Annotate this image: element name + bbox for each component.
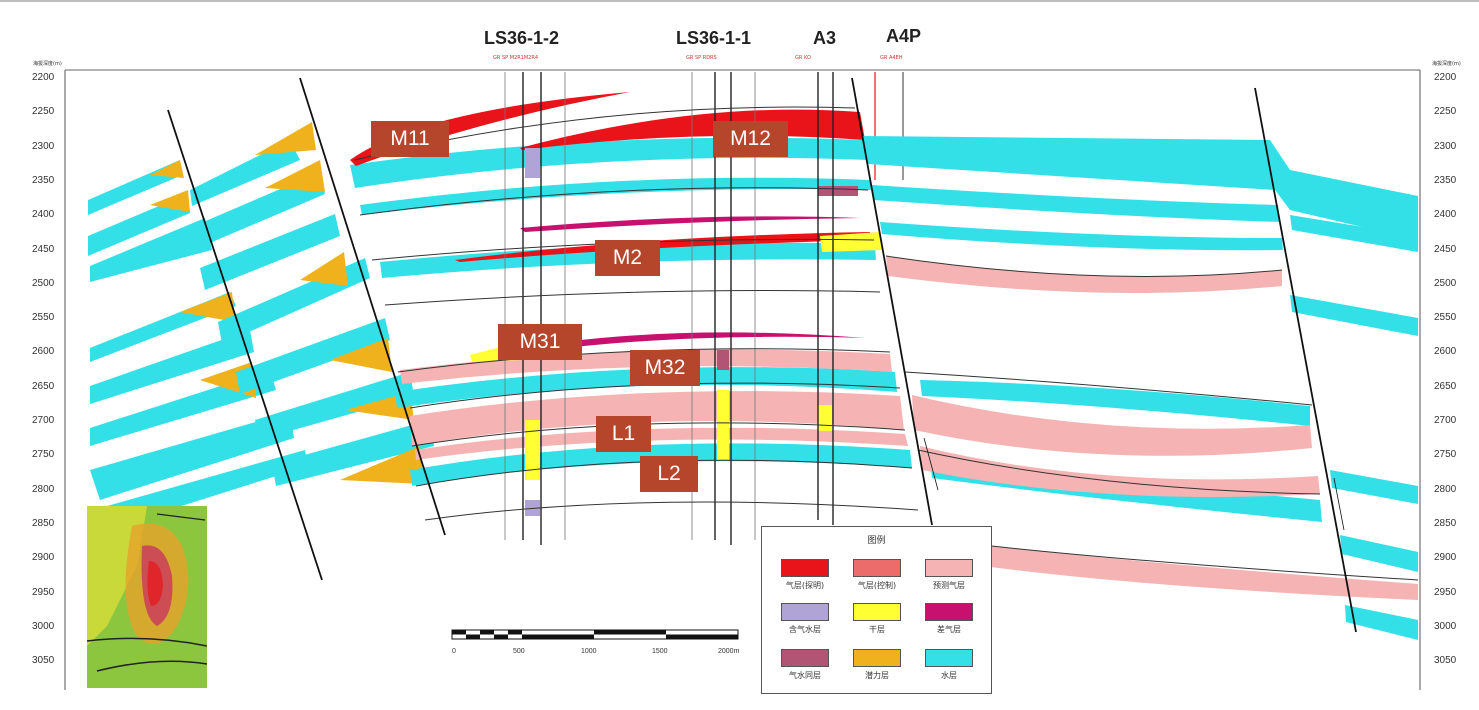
right-tick-label: 2550: [1434, 312, 1457, 324]
legend-item-gas-water: 气水同层: [770, 649, 840, 689]
callout-m2: M2: [595, 240, 660, 276]
right-tick-label: 2450: [1434, 243, 1457, 255]
left-tick-label: 2850: [32, 517, 55, 529]
left-tick-label: 2250: [32, 106, 55, 118]
right-tick-label: 2250: [1434, 106, 1457, 118]
left-axis-ticks: [59, 84, 65, 688]
location-map-graphic: [87, 506, 207, 688]
right-tick-label: 2750: [1434, 449, 1457, 461]
right-tick-label: 2700: [1434, 415, 1457, 426]
legend-swatch: [853, 559, 901, 577]
left-tick-label: 2400: [32, 209, 55, 221]
right-tick-label: 2650: [1434, 380, 1457, 392]
legend-swatch: [781, 649, 829, 667]
right-tick-label: 2200: [1434, 72, 1457, 83]
scale-label-2000m: 2000m: [718, 648, 740, 655]
legend-label: 气水同层: [789, 671, 821, 680]
legend-label: 含气水层: [789, 625, 821, 634]
legend-title: 图例: [867, 536, 886, 546]
left-tick-label: 3050: [32, 655, 55, 667]
right-tick-label: 2850: [1434, 517, 1457, 529]
legend-item-water: 水层: [914, 649, 984, 689]
log-header-a3: GR KO: [795, 55, 811, 61]
right-tick-label: 2800: [1434, 483, 1457, 495]
legend-swatch: [925, 649, 973, 667]
callout-m11: M11: [371, 121, 449, 157]
legend-swatch: [925, 559, 973, 577]
well-title-ls36-1-2: LS36-1-2: [484, 28, 560, 48]
left-tick-label: 2700: [32, 415, 55, 426]
scale-label-1500: 1500: [652, 648, 668, 655]
well-title-ls36-1-1: LS36-1-1: [676, 28, 752, 48]
legend-item-gas-controlled: 气层(控制): [842, 559, 912, 599]
log-header-ls36-1-2: GR SP M2R1M2R4: [493, 55, 539, 61]
left-tick-label: 2600: [32, 346, 55, 358]
legend-swatch: [853, 603, 901, 621]
scale-label-1000: 1000: [581, 648, 597, 655]
right-tick-label: 2500: [1434, 277, 1457, 289]
right-axis-title: 海拔深度(m): [1432, 61, 1461, 67]
legend-swatch: [925, 603, 973, 621]
legend-label: 气层(探明): [785, 581, 825, 590]
left-axis-title: 海拔深度(m): [33, 61, 62, 67]
left-tick-label: 2500: [32, 277, 55, 289]
callout-l2: L2: [640, 456, 698, 492]
callout-m31: M31: [498, 324, 582, 360]
right-tick-label: 2950: [1434, 586, 1457, 598]
left-tick-label: 2750: [32, 449, 55, 461]
legend-item-potential: 潜力层: [842, 649, 912, 689]
legend-item-gas-predicted: 预测气层: [914, 559, 984, 599]
legend-label: 水层: [941, 671, 957, 680]
well-title-a4p: A4P: [886, 26, 922, 46]
right-tick-label: 2600: [1434, 346, 1457, 358]
right-tick-label: 3000: [1434, 620, 1457, 632]
left-tick-label: 2800: [32, 483, 55, 495]
log-header-a4p: GR A4EH: [880, 55, 903, 61]
legend-swatch: [781, 559, 829, 577]
right-tick-label: 2900: [1434, 552, 1457, 564]
scale-bar: [451, 629, 739, 640]
legend-label: 预测气层: [933, 581, 965, 590]
left-tick-label: 2450: [32, 243, 55, 255]
legend-swatch: [781, 603, 829, 621]
left-tick-label: 2300: [32, 140, 55, 152]
left-tick-label: 2650: [32, 380, 55, 392]
location-map-inset: [87, 506, 207, 688]
left-tick-label: 2350: [32, 174, 55, 186]
legend-label: 潜力层: [865, 671, 889, 680]
legend-item-gas-proved: 气层(探明): [770, 559, 840, 599]
right-tick-label: 2350: [1434, 174, 1457, 186]
block-b-water-layers: [190, 140, 434, 486]
right-axis-ticks: [1420, 84, 1426, 688]
callout-m12: M12: [713, 121, 788, 157]
right-tick-label: 2300: [1434, 140, 1457, 152]
left-tick-label: 2550: [32, 312, 55, 324]
legend-box: 图例 气层(探明) 气层(控制) 预测气层 含气水层 干层 差气层 气水同层 潜…: [761, 526, 992, 694]
left-tick-label: 3000: [32, 620, 55, 632]
right-tick-label: 3050: [1434, 655, 1457, 667]
left-tick-label: 2200: [32, 72, 55, 83]
legend-swatch: [853, 649, 901, 667]
scale-label-500: 500: [513, 648, 525, 655]
log-header-ls36-1-1: GR SP RDRS: [686, 55, 717, 61]
well-title-a3: A3: [813, 28, 837, 48]
callout-l1: L1: [596, 416, 651, 452]
legend-item-poor-gas: 差气层: [914, 603, 984, 643]
legend-label: 气层(控制): [857, 581, 897, 590]
legend-item-dry: 干层: [842, 603, 912, 643]
right-tick-label: 2400: [1434, 209, 1457, 221]
legend-item-gas-bearing-water: 含气水层: [770, 603, 840, 643]
callout-m32: M32: [630, 350, 700, 386]
fault-lines: [167, 77, 1357, 633]
right-block-predicted-gas-layers: [886, 256, 1418, 600]
legend-label: 干层: [869, 625, 885, 634]
left-tick-label: 2950: [32, 586, 55, 598]
scale-label-0: 0: [452, 648, 456, 655]
left-tick-label: 2900: [32, 552, 55, 564]
legend-label: 差气层: [937, 625, 961, 634]
